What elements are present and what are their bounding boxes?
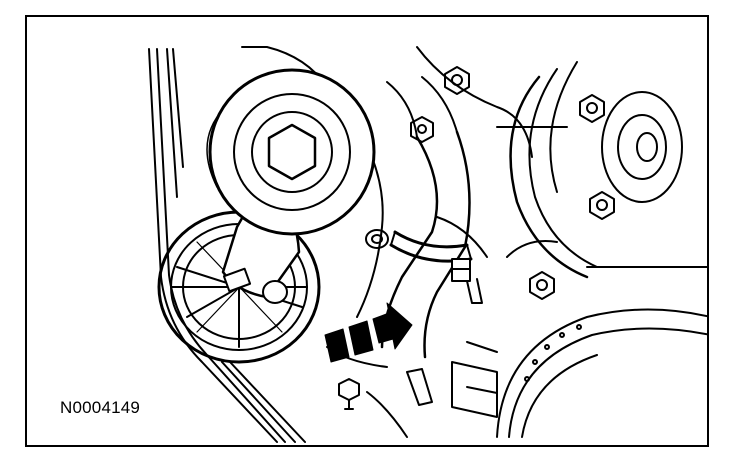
figure-id-label: N0004149 [60,398,141,417]
drive-belt [148,48,306,443]
engine-bolts [365,66,615,300]
engine-belt-tensioner-illustration [148,46,707,443]
rotation-arrow-icon [324,302,413,363]
hose-clamp [389,230,483,304]
engine-block-outline [241,46,707,438]
lower-right-pulley [496,308,707,438]
electrical-connector [406,341,498,418]
tensioner-pulley [206,68,376,236]
lower-bolt [338,378,360,410]
crankshaft-pulley [509,61,683,279]
illustration-frame: N0004149 [25,15,709,447]
